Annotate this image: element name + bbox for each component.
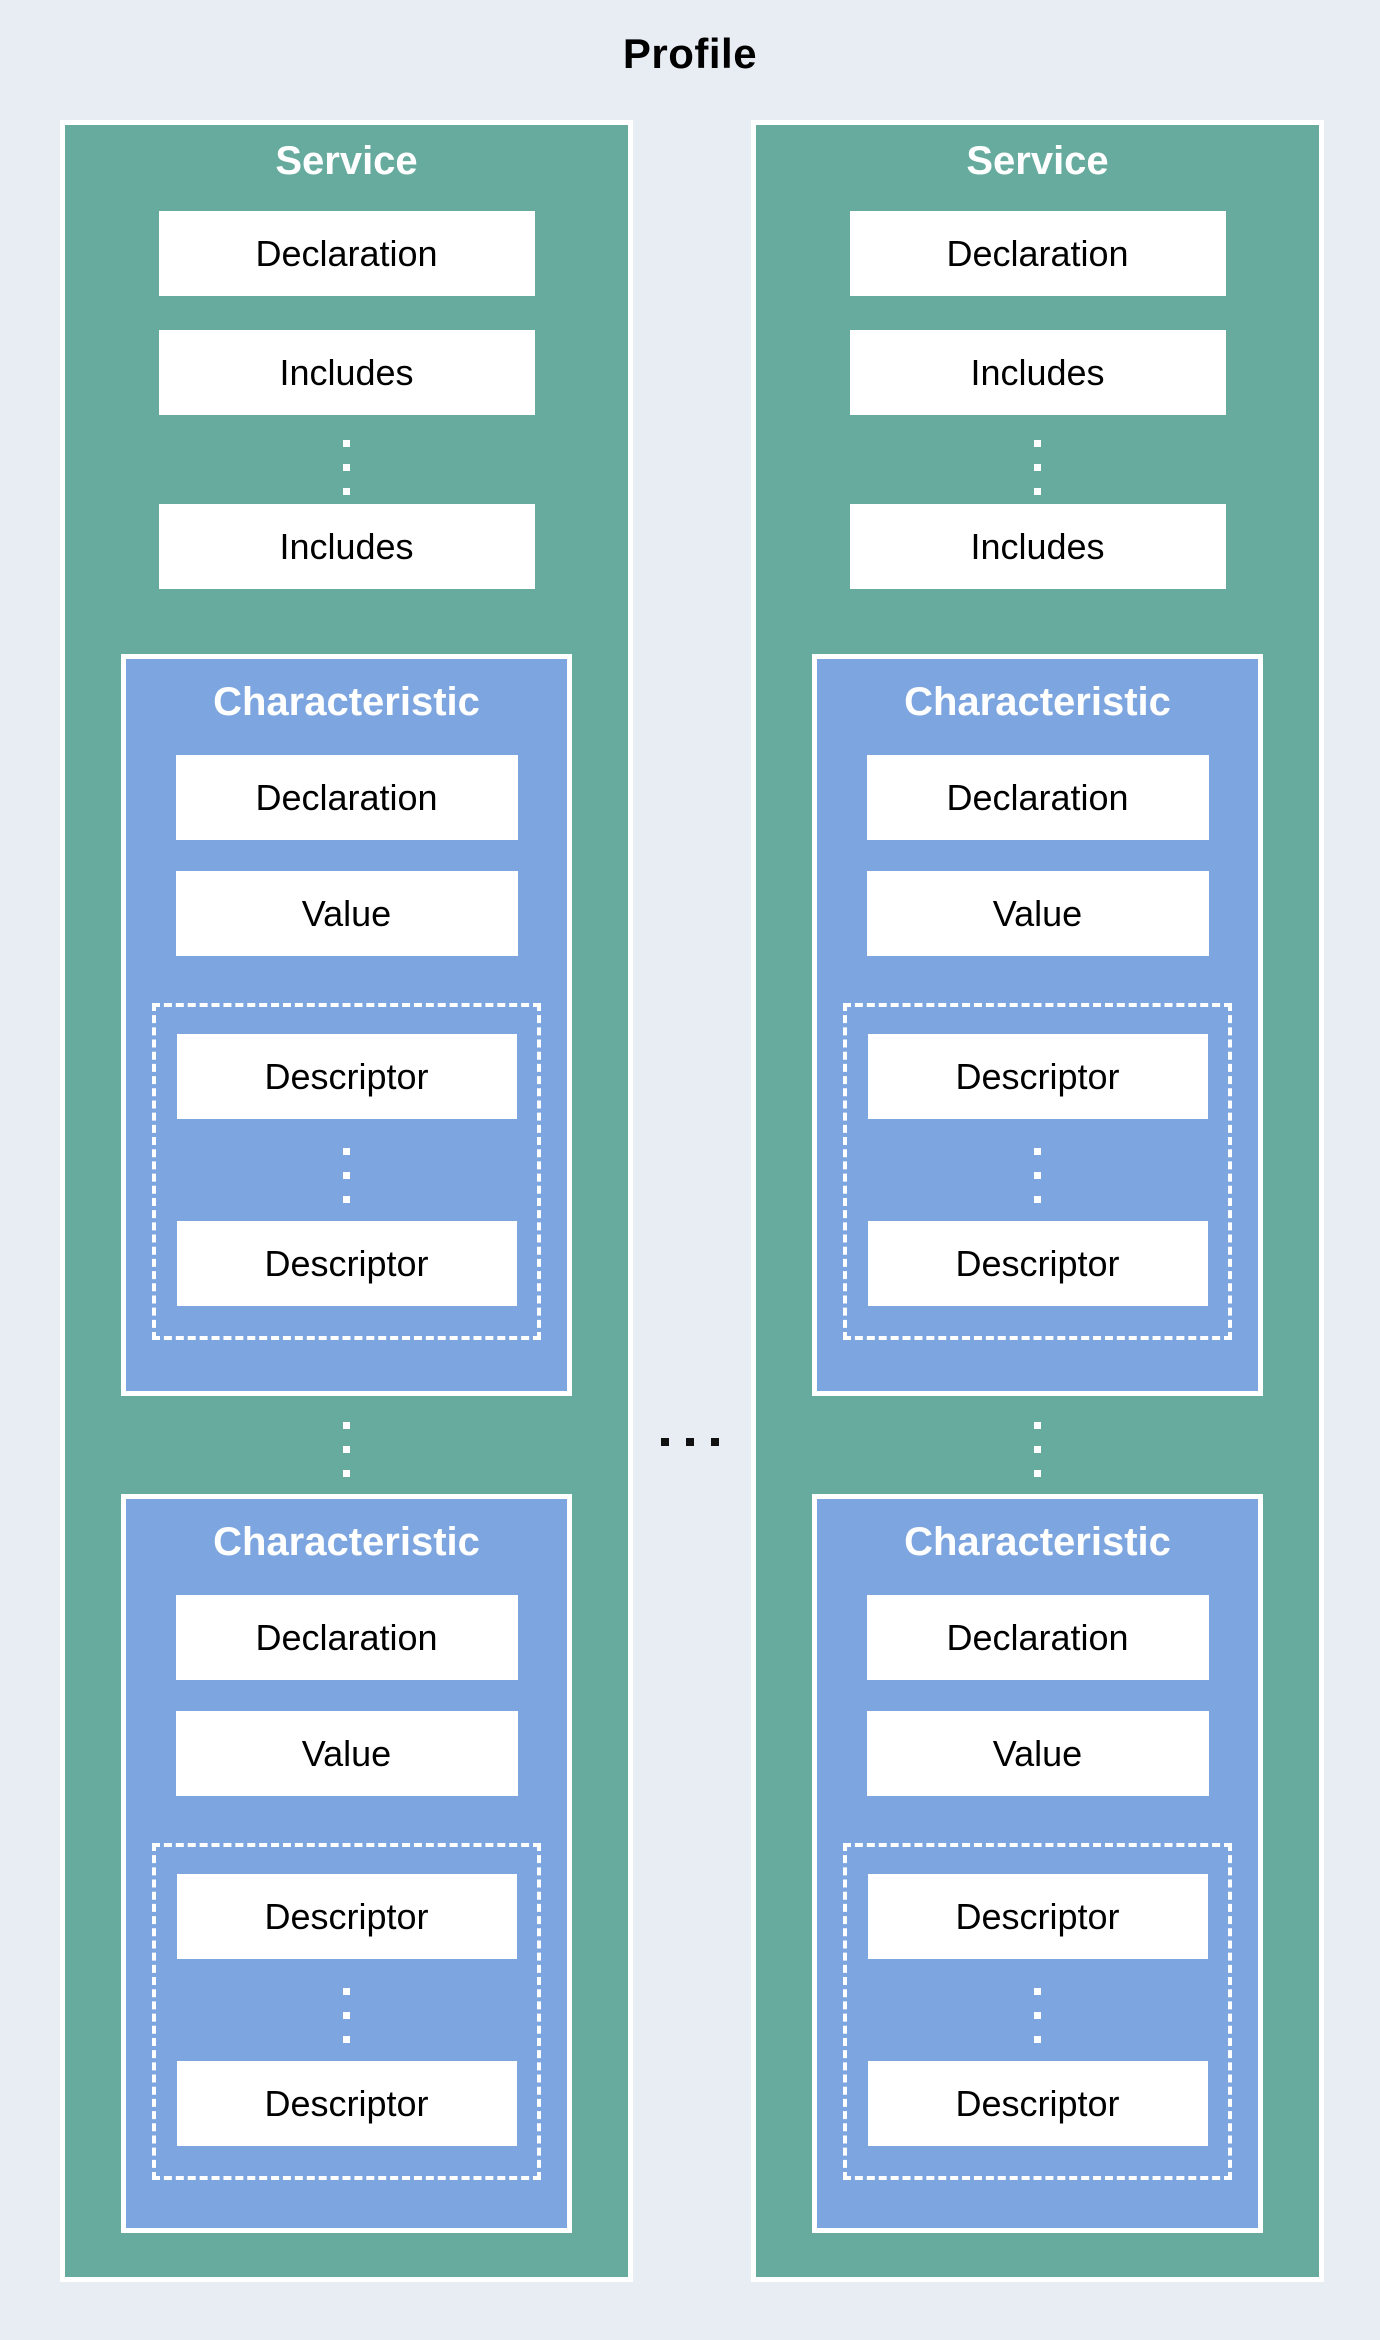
descriptor-group: Descriptor Descriptor — [843, 1003, 1232, 1340]
descriptor-box: Descriptor — [867, 1034, 1208, 1119]
descriptor-box: Descriptor — [176, 1874, 517, 1959]
ellipsis-dot — [1034, 1148, 1041, 1155]
descriptor-ellipsis-icon — [847, 1988, 1228, 2043]
ellipsis-dot — [1034, 440, 1041, 447]
characteristic-title: Characteristic — [213, 680, 480, 724]
characteristic-value-box: Value — [175, 871, 518, 956]
ellipsis-dot — [343, 1172, 350, 1179]
characteristic-title: Characteristic — [904, 680, 1171, 724]
descriptor-ellipsis-icon — [156, 1988, 537, 2043]
characteristic-panel: Characteristic Declaration Value Descrip… — [812, 654, 1263, 1396]
characteristic-panel: Characteristic Declaration Value Descrip… — [121, 1494, 572, 2233]
characteristic-title: Characteristic — [904, 1520, 1171, 1564]
includes-ellipsis-icon — [65, 440, 628, 495]
characteristic-value-box: Value — [866, 871, 1209, 956]
includes-box: Includes — [849, 504, 1226, 589]
characteristic-declaration-box: Declaration — [866, 755, 1209, 840]
descriptor-group: Descriptor Descriptor — [152, 1843, 541, 2180]
page-title: Profile — [622, 30, 758, 77]
characteristic-declaration-box: Declaration — [866, 1595, 1209, 1680]
ellipsis-dot — [1034, 1446, 1041, 1453]
ellipsis-dot — [343, 2036, 350, 2043]
service-panel: Service Declaration Includes Includes Ch… — [751, 120, 1324, 2282]
descriptor-ellipsis-icon — [847, 1148, 1228, 1203]
characteristics-ellipsis-icon — [756, 1422, 1319, 1477]
descriptor-ellipsis-icon — [156, 1148, 537, 1203]
descriptor-box: Descriptor — [176, 1221, 517, 1306]
ellipsis-dot — [1034, 2012, 1041, 2019]
descriptor-box: Descriptor — [867, 1221, 1208, 1306]
ellipsis-dot — [343, 464, 350, 471]
includes-box: Includes — [158, 504, 535, 589]
includes-box: Includes — [849, 330, 1226, 415]
descriptor-group: Descriptor Descriptor — [152, 1003, 541, 1340]
ellipsis-dot — [1034, 1196, 1041, 1203]
ellipsis-dot — [661, 1438, 669, 1446]
descriptor-box: Descriptor — [176, 1034, 517, 1119]
ellipsis-dot — [1034, 1470, 1041, 1477]
ellipsis-dot — [343, 440, 350, 447]
includes-ellipsis-icon — [756, 440, 1319, 495]
service-panel: Service Declaration Includes Includes Ch… — [60, 120, 633, 2282]
descriptor-group: Descriptor Descriptor — [843, 1843, 1232, 2180]
more-services-ellipsis-icon — [0, 1438, 1380, 1446]
ellipsis-dot — [343, 1446, 350, 1453]
ellipsis-dot — [686, 1438, 694, 1446]
descriptor-box: Descriptor — [867, 2061, 1208, 2146]
characteristic-panel: Characteristic Declaration Value Descrip… — [121, 654, 572, 1396]
ellipsis-dot — [343, 488, 350, 495]
ellipsis-dot — [711, 1438, 719, 1446]
ellipsis-dot — [1034, 1172, 1041, 1179]
ellipsis-dot — [1034, 464, 1041, 471]
service-declaration-box: Declaration — [849, 211, 1226, 296]
service-declaration-box: Declaration — [158, 211, 535, 296]
ellipsis-dot — [1034, 1988, 1041, 1995]
ellipsis-dot — [1034, 1422, 1041, 1429]
descriptor-box: Descriptor — [176, 2061, 517, 2146]
service-title: Service — [275, 139, 418, 183]
ellipsis-dot — [343, 1470, 350, 1477]
service-title: Service — [966, 139, 1109, 183]
characteristic-declaration-box: Declaration — [175, 755, 518, 840]
descriptor-box: Descriptor — [867, 1874, 1208, 1959]
ellipsis-dot — [343, 2012, 350, 2019]
ellipsis-dot — [343, 1422, 350, 1429]
ellipsis-dot — [343, 1196, 350, 1203]
includes-box: Includes — [158, 330, 535, 415]
characteristic-value-box: Value — [175, 1711, 518, 1796]
characteristic-declaration-box: Declaration — [175, 1595, 518, 1680]
characteristic-title: Characteristic — [213, 1520, 480, 1564]
ellipsis-dot — [343, 1148, 350, 1155]
characteristic-value-box: Value — [866, 1711, 1209, 1796]
ellipsis-dot — [343, 1988, 350, 1995]
characteristics-ellipsis-icon — [65, 1422, 628, 1477]
ellipsis-dot — [1034, 488, 1041, 495]
ellipsis-dot — [1034, 2036, 1041, 2043]
characteristic-panel: Characteristic Declaration Value Descrip… — [812, 1494, 1263, 2233]
